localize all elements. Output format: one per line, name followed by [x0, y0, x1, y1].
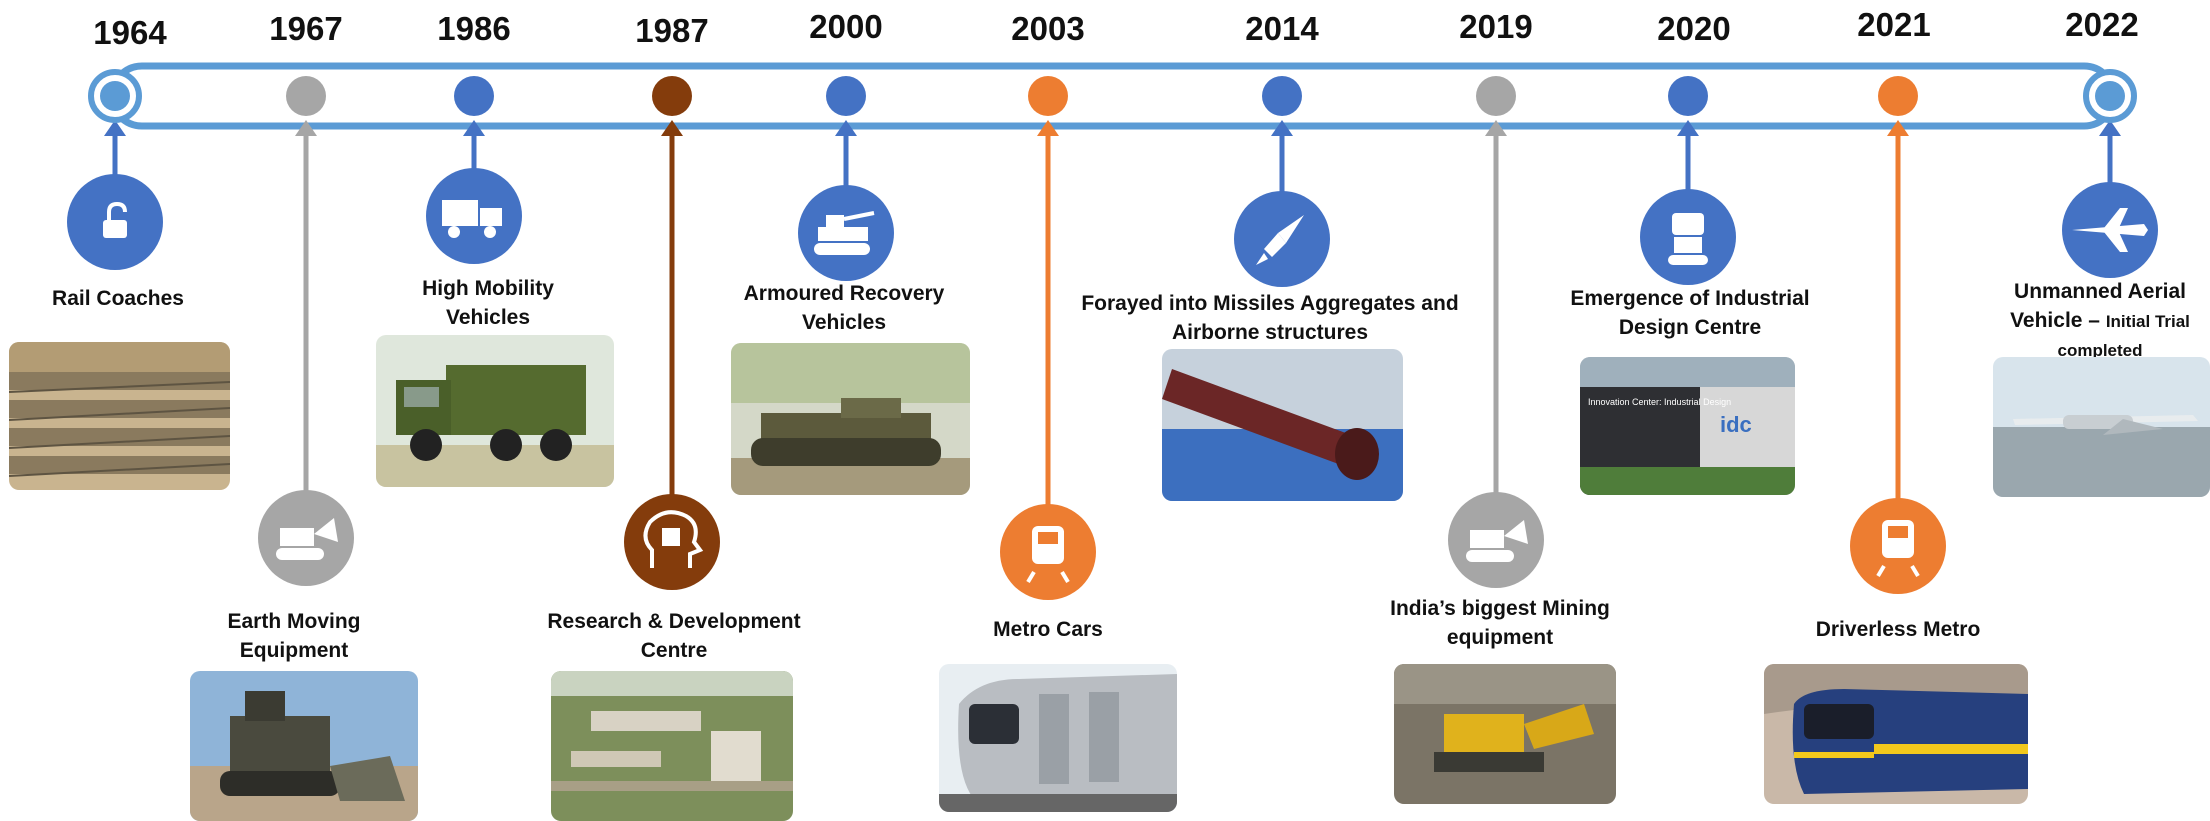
- drone-icon-fuselage: [2072, 224, 2148, 236]
- label-metro-cars: Metro Cars: [993, 618, 1103, 641]
- robot-icon-track: [1668, 255, 1708, 265]
- label-uav-small: Initial Trial completed: [2057, 312, 2190, 360]
- brain-chip-icon-head: [643, 510, 704, 568]
- node-2021: [1878, 76, 1918, 116]
- arrowhead-2014: [1271, 120, 1293, 136]
- year-2022: 2022: [2065, 6, 2139, 43]
- arrowhead-2003: [1037, 120, 1059, 136]
- rnd-centre-photo: [551, 671, 793, 821]
- drone-icon-wing: [2104, 208, 2128, 230]
- metro-icon-body: [1882, 520, 1914, 558]
- label-uav: Unmanned Aerial Vehicle – Initial Trial …: [2000, 277, 2200, 364]
- armoured-vehicle-icon-boom: [843, 211, 875, 221]
- year-2021: 2021: [1857, 6, 1931, 43]
- arrowhead-1986: [463, 120, 485, 136]
- armoured-vehicle-icon-turret: [826, 215, 844, 227]
- arrowhead-1987: [661, 120, 683, 136]
- brain-chip-icon-chip: [662, 528, 680, 546]
- train-icon-window: [1038, 532, 1058, 544]
- robot-icon-body: [1674, 237, 1702, 253]
- missiles-photo: [1162, 349, 1403, 501]
- year-2014: 2014: [1245, 10, 1319, 47]
- truck-icon-cab: [480, 208, 502, 226]
- rocket-icon-body: [1264, 233, 1286, 257]
- node-2014: [1262, 76, 1302, 116]
- high-mobility-photo: [376, 335, 614, 487]
- train-icon-rail: [1060, 570, 1070, 584]
- robot-icon-head: [1672, 213, 1704, 235]
- label-rail-coaches: Rail Coaches: [52, 287, 184, 310]
- year-2020: 2020: [1657, 10, 1731, 47]
- rail-coaches-photo: [9, 342, 230, 490]
- armoured-vehicle-icon-hull: [818, 227, 868, 241]
- metro-icon-rail: [1910, 564, 1920, 578]
- node-2020: [1668, 76, 1708, 116]
- arrowhead-2000: [835, 120, 857, 136]
- metro-icon-window: [1888, 526, 1908, 538]
- node-2019: [1476, 76, 1516, 116]
- rocket-icon-flame: [1256, 253, 1268, 265]
- armoured-recovery-photo: [731, 343, 970, 495]
- truck-icon-wheel: [448, 226, 460, 238]
- uav-photo: [1993, 357, 2210, 497]
- year-1987: 1987: [635, 12, 709, 49]
- unlock-icon-shackle: [107, 201, 127, 220]
- node-2022: [2095, 81, 2125, 111]
- node-2000: [826, 76, 866, 116]
- bulldozer-icon-track: [1466, 550, 1514, 562]
- node-1986: [454, 76, 494, 116]
- earth-moving-photo: [190, 671, 418, 821]
- year-1967: 1967: [269, 10, 343, 47]
- year-1986: 1986: [437, 10, 511, 47]
- rocket-icon-nose: [1278, 215, 1304, 243]
- armoured-vehicle-icon-track: [814, 243, 870, 255]
- arrowhead-2020: [1677, 120, 1699, 136]
- node-1967: [286, 76, 326, 116]
- bulldozer-icon-arm: [1504, 520, 1528, 544]
- train-icon-body: [1032, 526, 1064, 564]
- bulldozer-icon-body: [1470, 530, 1504, 548]
- arrowhead-1967: [295, 120, 317, 136]
- label-rnd-centre: Research & Development Centre: [547, 610, 801, 662]
- year-2000: 2000: [809, 8, 883, 45]
- label-missiles: Forayed into Missiles Aggregates and Air…: [1081, 292, 1459, 344]
- label-high-mobility: High Mobility Vehicles: [422, 277, 554, 329]
- excavator-icon-body: [280, 528, 314, 546]
- metro-icon-rail: [1876, 564, 1886, 578]
- label-earth-moving: Earth Moving Equipment: [227, 610, 361, 662]
- year-2019: 2019: [1459, 8, 1533, 45]
- label-uav-main: Unmanned Aerial Vehicle –: [2010, 280, 2186, 332]
- idc-logo-text: idc: [1720, 412, 1752, 437]
- year-2003: 2003: [1011, 10, 1085, 47]
- drone-icon-wing: [2104, 230, 2128, 252]
- truck-icon-wheel: [484, 226, 496, 238]
- label-idc: Emergence of Industrial Design Centre: [1570, 287, 1810, 339]
- driverless-metro-photo: [1764, 664, 2028, 804]
- train-icon-rail: [1026, 570, 1036, 584]
- node-1964: [100, 81, 130, 111]
- node-1987: [652, 76, 692, 116]
- truck-icon-box: [442, 200, 478, 226]
- label-armoured-recovery: Armoured Recovery Vehicles: [743, 282, 945, 334]
- label-driverless-metro: Driverless Metro: [1815, 618, 1981, 641]
- node-2003: [1028, 76, 1068, 116]
- year-1964: 1964: [93, 14, 167, 51]
- arrowhead-2022: [2099, 120, 2121, 136]
- excavator-icon-track: [276, 548, 324, 560]
- metro-cars-photo: [939, 664, 1177, 812]
- timeline-track: [108, 62, 2118, 130]
- idc-sign-text: Innovation Center: Industrial Design: [1588, 397, 1731, 407]
- mining-equipment-photo: [1394, 664, 1616, 804]
- arrowhead-2019: [1485, 120, 1507, 136]
- label-mining-equipment: India’s biggest Mining equipment: [1390, 597, 1610, 649]
- excavator-icon-arm: [314, 518, 338, 542]
- idc-photo: Innovation Center: Industrial Design idc: [1580, 357, 1795, 495]
- arrowhead-2021: [1887, 120, 1909, 136]
- arrowhead-1964: [104, 120, 126, 136]
- unlock-icon-body: [103, 220, 127, 238]
